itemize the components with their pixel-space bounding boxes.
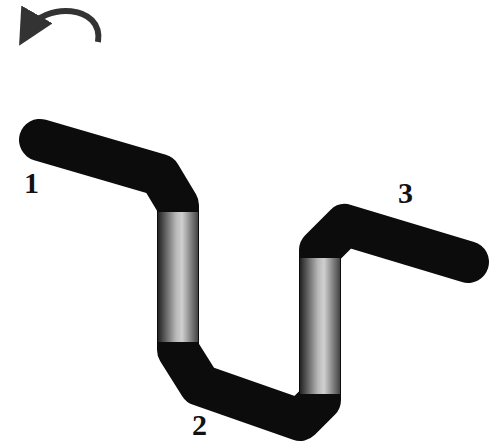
tube-body [40,140,468,420]
segment-number: 1 [24,168,39,198]
tube-highlight [158,212,198,342]
segment-number: 2 [192,410,207,440]
rotation-arrow [28,11,98,42]
segment-number: 3 [398,178,413,208]
tube-highlight [300,258,340,394]
